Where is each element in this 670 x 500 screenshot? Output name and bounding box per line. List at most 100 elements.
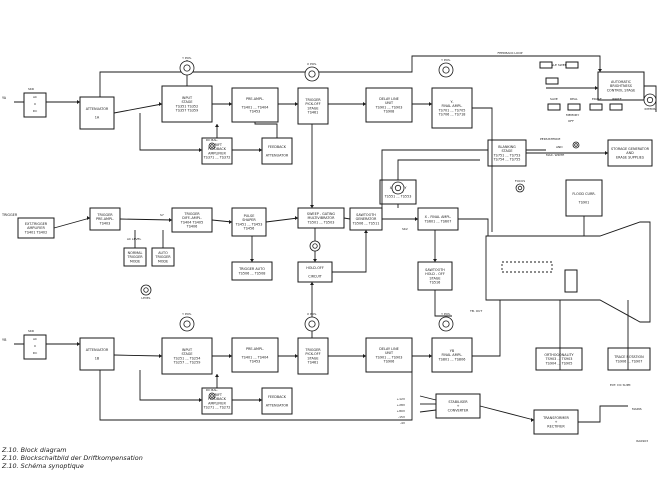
signal-line: [419, 395, 437, 401]
block-text: TS453: [249, 110, 261, 114]
signal-line: [53, 217, 91, 229]
block-frame: [607, 347, 651, 371]
block-frame: [297, 261, 333, 283]
yb-dc-label: DC: [33, 351, 37, 355]
block-text: DELAY LINE: [379, 97, 399, 101]
x-pos-knob-center: [308, 70, 316, 78]
arrow-head: [310, 282, 314, 285]
block-text: ATTENUATOR: [266, 153, 289, 157]
block-text: MODE: [130, 259, 140, 263]
block-text: PULSE: [244, 214, 255, 218]
tb-knob-center: [312, 243, 318, 249]
block-text: NORMAL: [128, 251, 143, 255]
control-switch[interactable]: [545, 77, 559, 85]
arrow-head: [364, 230, 368, 233]
block-text: TRIGGER: [304, 348, 321, 352]
block-text: BLANKING: [498, 145, 516, 149]
block-text: TS506 ... TS511: [352, 221, 380, 225]
block-frame: [597, 71, 645, 101]
control-switch[interactable]: [547, 103, 561, 111]
block-text: STAGE: [430, 276, 441, 280]
arrow-head: [363, 102, 366, 106]
v12-label: +12V: [397, 397, 406, 401]
intens-knob-label: INTENS: [644, 107, 655, 111]
block-text: FINAL AMPL.: [441, 353, 462, 357]
block-text: TS901 ... TS903: [375, 355, 403, 359]
y-pos-b-knob-2-center: [183, 320, 191, 328]
block-text: TRIGGER: [304, 98, 321, 102]
block-frame: [231, 87, 279, 123]
block-text: ERASE SUPPLIES: [616, 155, 644, 159]
x-pos-knob-2-label: X POS.: [307, 312, 317, 316]
arrow-head: [215, 374, 219, 377]
block-text: HOLD - OFF: [425, 272, 445, 276]
yb-coupling-switch[interactable]: [23, 334, 47, 360]
block-text: TS404 TS405: [180, 220, 203, 224]
control-switch[interactable]: [609, 103, 623, 111]
arrow-head: [87, 216, 90, 220]
block-text: TS906 ... TS907: [615, 359, 643, 363]
block-frame: [79, 337, 115, 371]
block-frame: [171, 207, 213, 233]
off-label: OFF: [568, 119, 574, 123]
block-text: TS706 ... TS718: [438, 113, 466, 117]
block-text: EXT-TRIGGER: [25, 222, 48, 226]
block-text: STAGE: [182, 352, 193, 356]
feedback-loop-line: [99, 55, 601, 97]
skr-a-label: SKR: [28, 87, 34, 91]
signal-line: [343, 217, 351, 220]
block-text: TS401 ... TS404: [241, 355, 269, 359]
dc-bal-b-knob-label: DC BAL.: [206, 388, 218, 392]
block-text: TS271 ... TS272: [203, 406, 231, 410]
max-write-label: MAX. WRITE: [546, 153, 564, 157]
arrow-head: [313, 259, 317, 262]
control-switch[interactable]: [539, 61, 553, 69]
block-text: CIRCUIT: [308, 274, 322, 278]
signal-line: [113, 103, 163, 114]
block-text: PRE-AMPL.: [246, 347, 264, 351]
level-knob-center: [143, 287, 149, 293]
block-text: TRIGGER AUTO: [238, 267, 265, 271]
block-text: INPUT: [182, 348, 193, 352]
caption-line: Z.10. Block diagram: [1, 446, 67, 454]
block-text: TS401 ... TS404: [241, 105, 269, 109]
block-text: HOLD-OFF: [306, 266, 324, 270]
arrow-head: [363, 354, 366, 358]
block-text: TRIGGER: [96, 213, 113, 217]
signal-line: [332, 230, 367, 273]
control-switch[interactable]: [589, 103, 603, 111]
ya-ac-label: AC: [33, 95, 37, 99]
yb-to-crt: [472, 300, 501, 357]
v80-label: +80V: [397, 409, 406, 413]
control-switch[interactable]: [565, 61, 579, 69]
block-stab: STABILISER+CONVERTER: [435, 393, 481, 419]
block-text: STAGE: [502, 149, 513, 153]
block-text: CONVERTER: [448, 408, 469, 412]
trigger-input-label: TRIGGER: [1, 213, 18, 217]
arrow-head: [229, 102, 232, 106]
block-text: ATTENUATOR: [86, 107, 109, 111]
control-switch[interactable]: [567, 103, 581, 111]
block-frame: [201, 137, 233, 165]
block-text: ATTENUATOR: [86, 348, 109, 352]
ya-coupling-switch[interactable]: [23, 92, 47, 118]
x-to-crt: [458, 218, 489, 236]
y-pos-b-knob-2-label: Y POS.: [182, 312, 192, 316]
reference-number: RA0903: [636, 439, 648, 443]
arrow-head: [250, 259, 254, 262]
dc-bal-b-knob-center: [210, 394, 214, 398]
block-text: PICK-OFF: [305, 352, 320, 356]
